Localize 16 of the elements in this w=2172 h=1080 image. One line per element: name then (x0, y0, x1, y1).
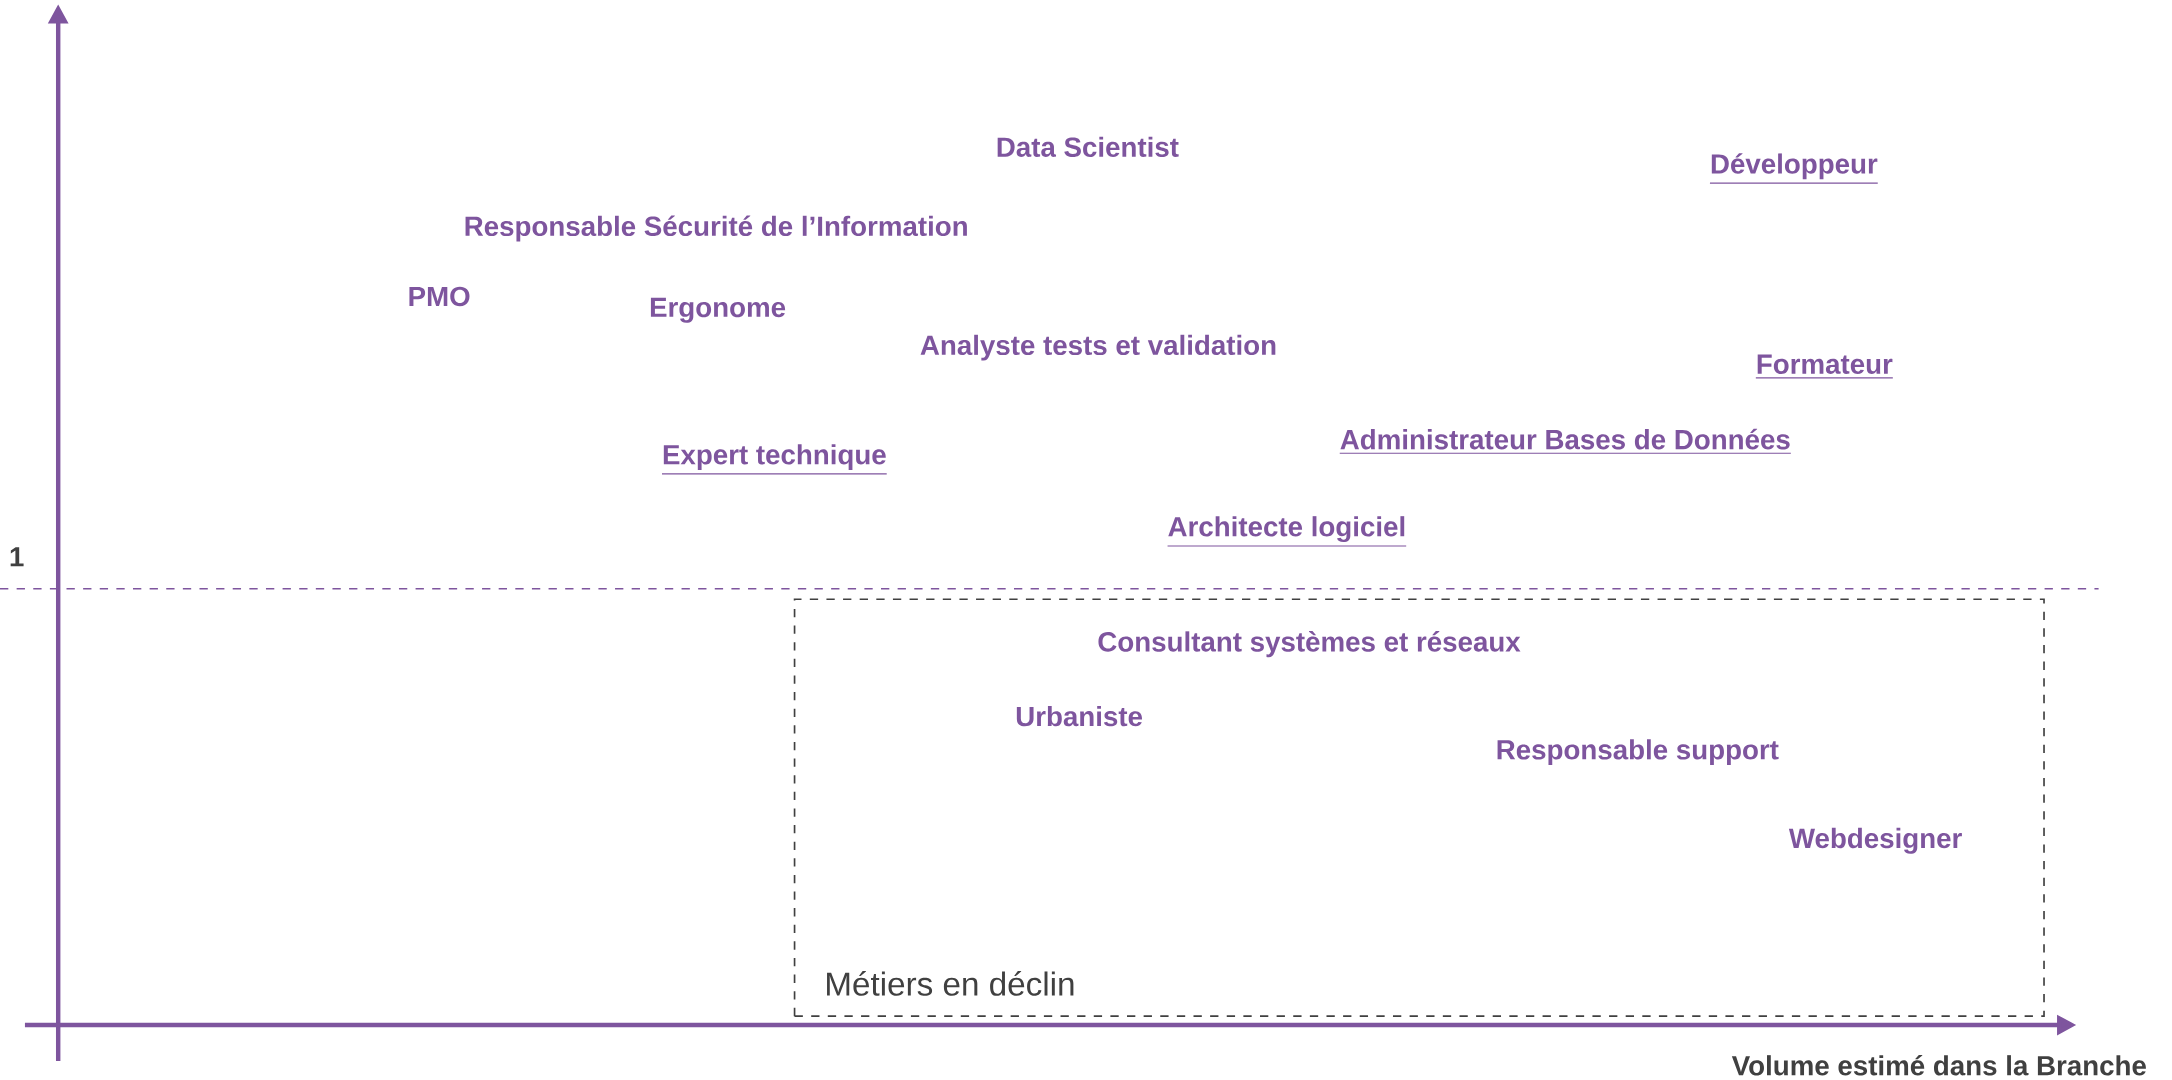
job-label: Ergonome (650, 297, 786, 323)
job-label: Urbaniste (1016, 705, 1143, 727)
job-label: Architecte logiciel (1167, 515, 1407, 547)
job-label: Responsable support (1497, 739, 1779, 765)
axis-title: Volume estimé dans la Branche (1731, 1054, 2146, 1076)
job-label: Développeur (1709, 152, 1879, 184)
job-label: Webdesigner (1788, 827, 1962, 854)
job-label: Administrateur Bases de Données (1339, 428, 1792, 454)
tick-label: 1 (10, 547, 24, 567)
job-label: Analyste tests et validation (920, 334, 1276, 361)
job-label: Formateur (1755, 354, 1894, 379)
job-label: Expert technique (661, 444, 888, 475)
job-label: Data Scientist (997, 136, 1179, 157)
job-label: Consultant systèmes et réseaux (1098, 630, 1521, 657)
job-label: PMO (409, 286, 470, 306)
job-label: Responsable Sécurité de l’Information (465, 215, 967, 242)
